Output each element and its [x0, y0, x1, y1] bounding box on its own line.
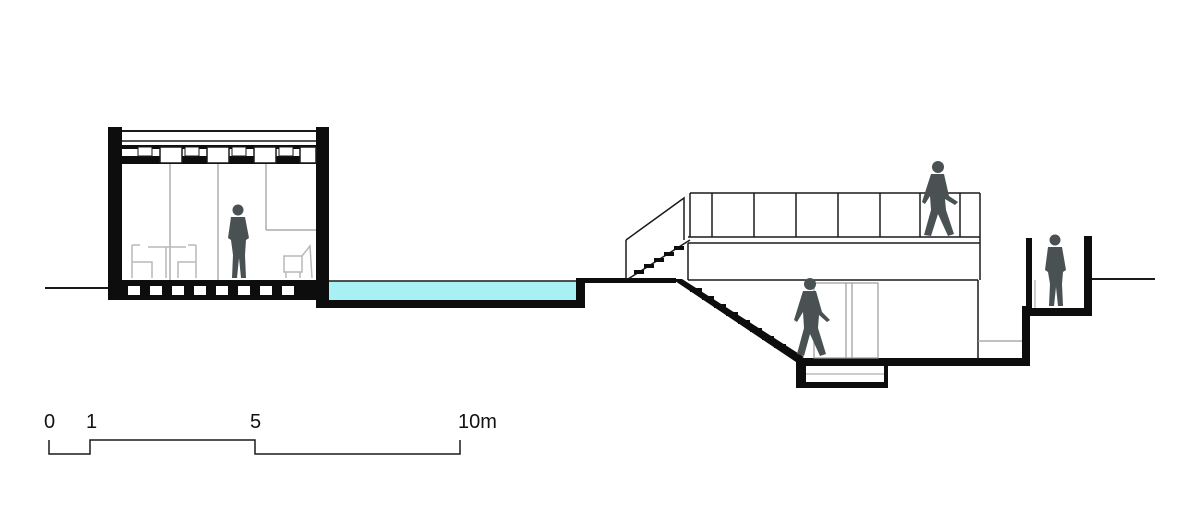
scale-label-1: 1 — [86, 411, 98, 433]
pavilion-floor-slab — [108, 280, 329, 300]
pool-water — [329, 281, 576, 300]
lower-level-building — [672, 236, 1092, 388]
pavilion-roof — [122, 130, 317, 164]
person-stairs — [794, 278, 830, 356]
pavilion — [108, 127, 329, 300]
upper-deck — [625, 192, 981, 280]
scale-label-5: 5 — [250, 411, 262, 433]
person-pavilion — [228, 204, 249, 278]
pavilion-furniture — [131, 244, 313, 279]
retaining-wall — [1022, 306, 1030, 366]
scale-label-10m: 10m — [458, 411, 497, 433]
deck-stair — [625, 196, 691, 280]
pool-basin — [316, 282, 585, 308]
scale-label-0: 0 — [44, 411, 56, 433]
pavilion-right-wall — [316, 127, 329, 300]
person-right-pit — [1045, 234, 1066, 306]
scale-bar — [48, 439, 461, 455]
pavilion-left-wall — [108, 127, 122, 300]
ground-line — [45, 278, 1155, 289]
lower-stair — [690, 288, 786, 348]
pool — [316, 278, 676, 308]
person-roof-deck — [922, 161, 958, 236]
sunken-pit — [1030, 236, 1092, 316]
pavilion-glazing — [169, 164, 316, 280]
human-figures — [228, 161, 1066, 356]
